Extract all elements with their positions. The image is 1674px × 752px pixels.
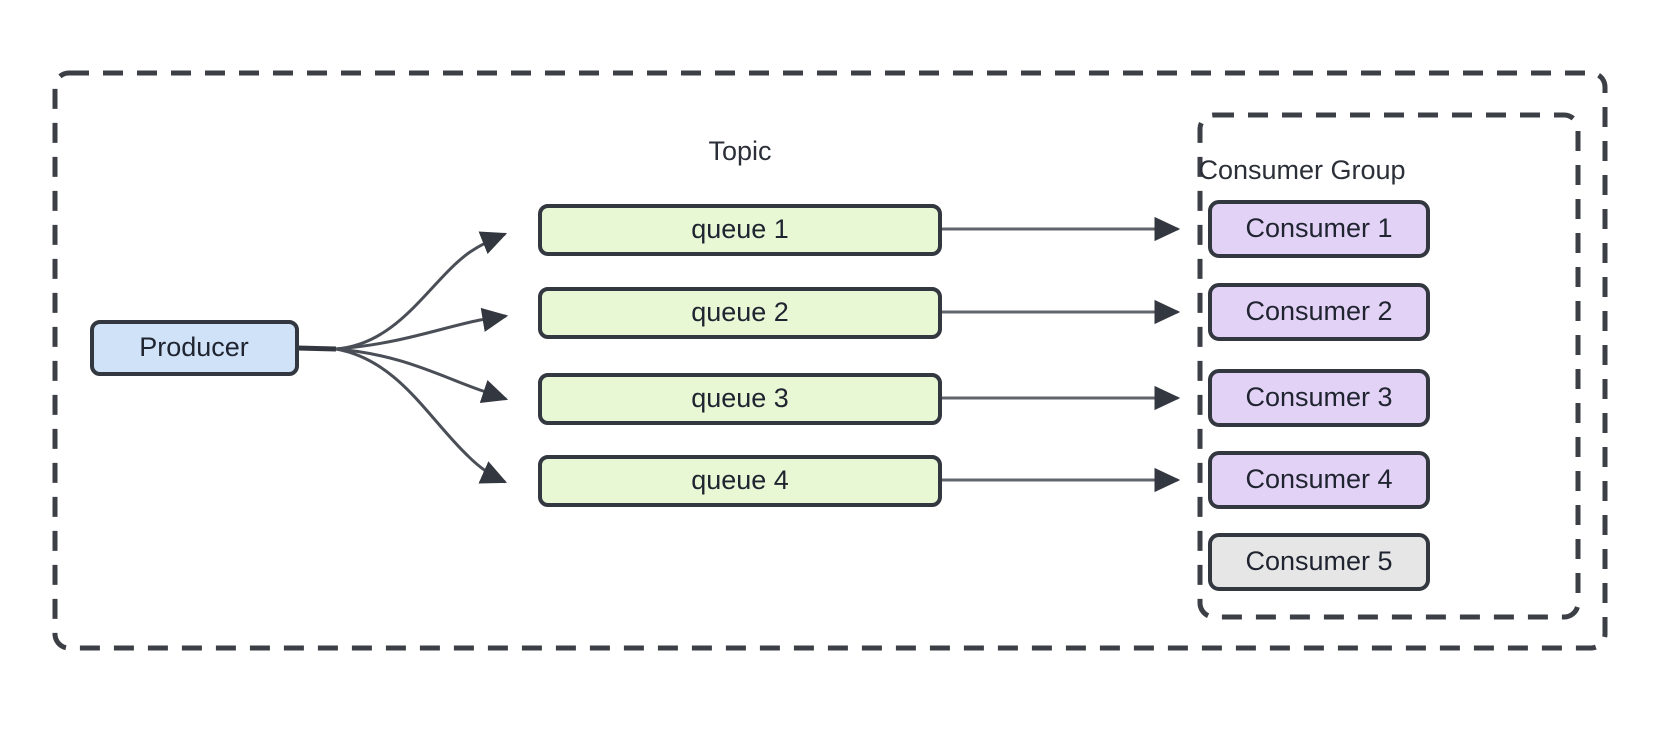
queue-label-3: queue 3 <box>691 383 789 413</box>
queue-node-2[interactable]: queue 2 <box>538 287 942 339</box>
consumer-box-5[interactable] <box>1208 533 1430 591</box>
queue-consumer-edges <box>941 216 1181 493</box>
consumer-box-3[interactable] <box>1208 369 1430 427</box>
consumer-label-5: Consumer 5 <box>1245 546 1392 576</box>
edge-producer-to-queue-4 <box>335 347 508 484</box>
consumer-node-3[interactable]: Consumer 3 <box>1208 369 1430 427</box>
queue-label-4: queue 4 <box>691 465 789 495</box>
consumer-node-2[interactable]: Consumer 2 <box>1208 283 1430 341</box>
consumer-label-4: Consumer 4 <box>1245 464 1392 494</box>
producer-box[interactable] <box>90 320 299 376</box>
consumer-label-3: Consumer 3 <box>1245 382 1392 412</box>
consumer-group-label: Consumer Group <box>1198 155 1405 185</box>
queue-box-2[interactable] <box>538 287 942 339</box>
consumer-node-5[interactable]: Consumer 5 <box>1208 533 1430 591</box>
producer-edge-stub <box>296 345 337 352</box>
edge-producer-to-queue-2 <box>335 307 509 351</box>
queue-label-1: queue 1 <box>691 214 789 244</box>
queue-node-3[interactable]: queue 3 <box>538 373 942 425</box>
consumer-node-1[interactable]: Consumer 1 <box>1208 200 1430 258</box>
producer-node[interactable]: Producer <box>90 320 299 376</box>
producer-fanout-edges <box>296 231 509 484</box>
queue-node-4[interactable]: queue 4 <box>538 455 942 507</box>
consumer-node-4[interactable]: Consumer 4 <box>1208 451 1430 509</box>
queue-node-1[interactable]: queue 1 <box>538 204 942 256</box>
producer-node-label: Producer <box>139 332 249 362</box>
edge-producer-to-queue-3 <box>335 347 509 404</box>
queue-box-1[interactable] <box>538 204 942 256</box>
system-boundary <box>52 70 1608 651</box>
consumer-box-1[interactable] <box>1208 200 1430 258</box>
consumer-box-2[interactable] <box>1208 283 1430 341</box>
edge-producer-to-queue-1 <box>335 231 508 351</box>
consumer-label-2: Consumer 2 <box>1245 296 1392 326</box>
consumer-box-4[interactable] <box>1208 451 1430 509</box>
queue-box-4[interactable] <box>538 455 942 507</box>
topic-label: Topic <box>708 136 771 166</box>
queue-box-3[interactable] <box>538 373 942 425</box>
consumer-label-1: Consumer 1 <box>1245 213 1392 243</box>
consumer-group-boundary <box>1197 112 1581 620</box>
queue-label-2: queue 2 <box>691 297 789 327</box>
